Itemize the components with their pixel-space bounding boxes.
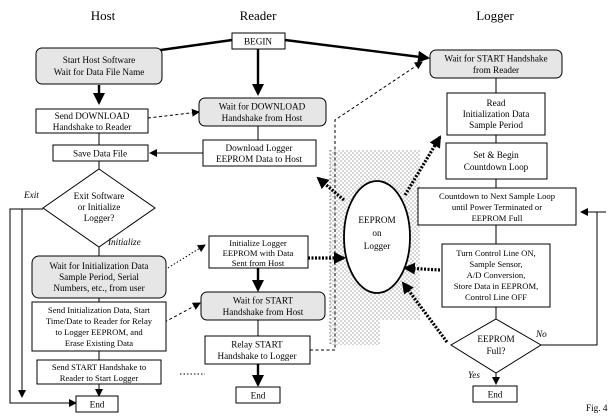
logger-full-line2: Full? xyxy=(487,346,506,356)
host-send-init-line1: Send Initialization Data, Start xyxy=(48,305,151,315)
host-exit-decision-line2: or Initialize xyxy=(78,202,121,212)
host-send-start-line1: Send START Handshake to xyxy=(52,362,146,372)
reader-wait-start-line1: Wait for START xyxy=(233,296,294,306)
host-end-label: End xyxy=(90,400,105,410)
logger-sample-line3: A/D Conversion, xyxy=(467,270,526,280)
logger-end-label: End xyxy=(488,390,503,400)
host-start-line2: Wait for Data File Name xyxy=(54,67,145,77)
reader-download-logger-line2: EEPROM Data to Host xyxy=(216,154,302,164)
logger-end-box: End xyxy=(472,385,518,403)
reader-relay-start-line1: Relay START xyxy=(231,340,283,350)
host-send-download-box: Send DOWNLOAD Handshake to Reader xyxy=(35,108,149,134)
column-heading-host: Host xyxy=(91,8,116,23)
logger-sample-box: Turn Control Line ON, Sample Sensor, A/D… xyxy=(441,243,551,308)
host-send-download-line2: Handshake to Reader xyxy=(53,122,132,132)
host-send-download-line1: Send DOWNLOAD xyxy=(55,111,130,121)
yes-label: Yes xyxy=(468,370,480,380)
logger-countdown-line3: EEPROM Full xyxy=(472,213,523,223)
host-start-box: Start Host Software Wait for Data File N… xyxy=(35,47,163,85)
host-start-line1: Start Host Software xyxy=(63,55,135,65)
logger-wait-start-box: Wait for START Handshake from Reader xyxy=(429,49,563,79)
logger-sample-line2: Sample Sensor, xyxy=(469,259,522,269)
eeprom-node: EEPROM on Logger xyxy=(343,180,411,294)
reader-init-logger-line2: EEPROM with Data xyxy=(223,248,294,258)
exit-label: Exit xyxy=(23,190,39,200)
logger-full-decision: EEPROM Full? xyxy=(450,318,542,374)
reader-wait-download-box: Wait for DOWNLOAD Handshake from Host xyxy=(198,97,327,127)
begin-label: BEGIN xyxy=(244,37,272,47)
reader-relay-start-box: Relay START Handshake to Logger xyxy=(204,335,311,365)
host-send-start-box: Send START Handshake to Reader to Start … xyxy=(36,359,162,385)
host-save-data-label: Save Data File xyxy=(73,149,127,159)
host-send-start-line2: Reader to Start Logger xyxy=(60,373,139,383)
host-exit-decision: Exit Software or Initialize Logger? xyxy=(42,168,156,248)
logger-sample-line4: Store Data in EEPROM, xyxy=(454,281,539,291)
logger-countdown-box: Countdown to Next Sample Loop until Powe… xyxy=(417,187,577,226)
host-exit-decision-line3: Logger? xyxy=(84,213,115,223)
figure-label: Fig. 4 xyxy=(586,403,608,413)
logger-set-begin-line2: Countdown Loop xyxy=(464,162,529,172)
host-wait-init-box: Wait for Initialization Data Sample Peri… xyxy=(31,255,167,299)
reader-init-logger-box: Initialize Logger EEPROM with Data Sent … xyxy=(208,235,309,269)
column-heading-logger: Logger xyxy=(476,8,514,23)
logger-countdown-line1: Countdown to Next Sample Loop xyxy=(439,191,555,201)
host-exit-decision-line1: Exit Software xyxy=(74,191,125,201)
host-wait-init-line3: Numbers, etc., from user xyxy=(53,283,144,293)
logger-read-init-box: Read Initialization Data Sample Period xyxy=(446,92,546,136)
dashed-connectors xyxy=(147,61,423,351)
logger-read-init-line3: Sample Period xyxy=(469,120,523,130)
host-send-init-line2: Time/Date to Reader for Relay xyxy=(46,316,153,326)
logger-set-begin-box: Set & Begin Countdown Loop xyxy=(445,142,548,180)
host-wait-init-line2: Sample Period, Serial xyxy=(59,272,139,282)
host-send-init-box: Send Initialization Data, Start Time/Dat… xyxy=(31,301,167,352)
reader-wait-download-line1: Wait for DOWNLOAD xyxy=(219,102,306,112)
logger-sample-line1: Turn Control Line ON, xyxy=(456,248,535,258)
reader-init-logger-line1: Initialize Logger xyxy=(229,238,287,248)
host-send-init-line4: Erase Existing Data xyxy=(65,338,133,348)
reader-wait-start-line2: Handshake from Host xyxy=(223,307,304,317)
eeprom-data-arrows xyxy=(308,135,449,343)
logger-countdown-line2: until Power Terminated or xyxy=(452,202,542,212)
reader-end-label: End xyxy=(251,391,266,401)
logger-wait-start-line1: Wait for START Handshake xyxy=(444,54,547,64)
reader-wait-download-line2: Handshake from Host xyxy=(222,113,303,123)
reader-download-logger-box: Download Logger EEPROM Data to Host xyxy=(202,139,317,167)
logger-full-line1: EEPROM xyxy=(477,334,514,344)
begin-box: BEGIN xyxy=(231,32,286,50)
eeprom-line2: on xyxy=(372,228,382,238)
reader-end-box: End xyxy=(235,386,281,404)
no-label: No xyxy=(535,329,547,339)
column-heading-reader: Reader xyxy=(240,8,277,23)
host-send-init-line3: to Logger EEPROM, and xyxy=(55,327,143,337)
host-end-box: End xyxy=(75,395,119,413)
logger-wait-start-line2: from Reader xyxy=(473,65,519,75)
reader-download-logger-line1: Download Logger xyxy=(225,143,292,153)
reader-relay-start-line2: Handshake to Logger xyxy=(217,351,296,361)
logger-read-init-line2: Initialization Data xyxy=(463,109,530,119)
logger-read-init-line1: Read xyxy=(487,98,506,108)
logger-sample-line5: Control Line OFF xyxy=(465,292,527,302)
host-wait-init-line1: Wait for Initialization Data xyxy=(49,261,148,271)
eeprom-line1: EEPROM xyxy=(358,215,395,225)
eeprom-line3: Logger xyxy=(364,241,391,251)
initialize-label: Initialize xyxy=(107,237,141,247)
reader-wait-start-box: Wait for START Handshake from Host xyxy=(200,291,326,321)
host-save-data-box: Save Data File xyxy=(52,144,149,162)
reader-init-logger-line3: Sent from Host xyxy=(232,258,285,268)
logger-set-begin-line1: Set & Begin xyxy=(473,150,519,160)
